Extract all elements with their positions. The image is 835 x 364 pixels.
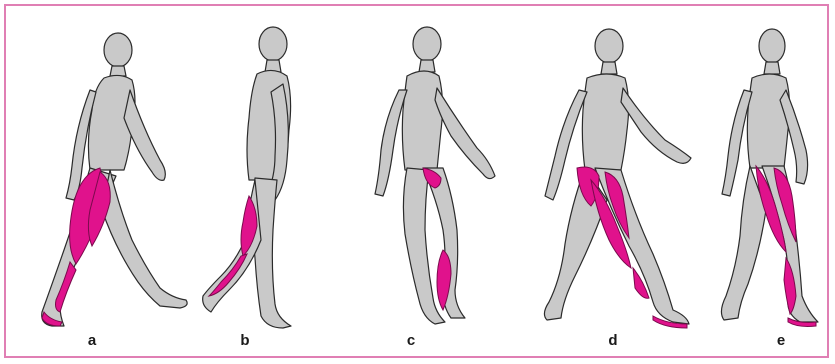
panel-label-b: b bbox=[230, 332, 260, 349]
panel-label-a: a bbox=[77, 332, 107, 349]
panel-label-e: e bbox=[766, 332, 796, 349]
panel-label-d: d bbox=[598, 332, 628, 349]
walking-figure-d bbox=[525, 0, 705, 340]
walking-figure-e bbox=[700, 0, 830, 340]
panel-label-c: c bbox=[396, 332, 426, 349]
walking-figure-a bbox=[20, 0, 200, 340]
walking-figure-c bbox=[365, 0, 515, 340]
walking-figure-b bbox=[195, 0, 335, 340]
